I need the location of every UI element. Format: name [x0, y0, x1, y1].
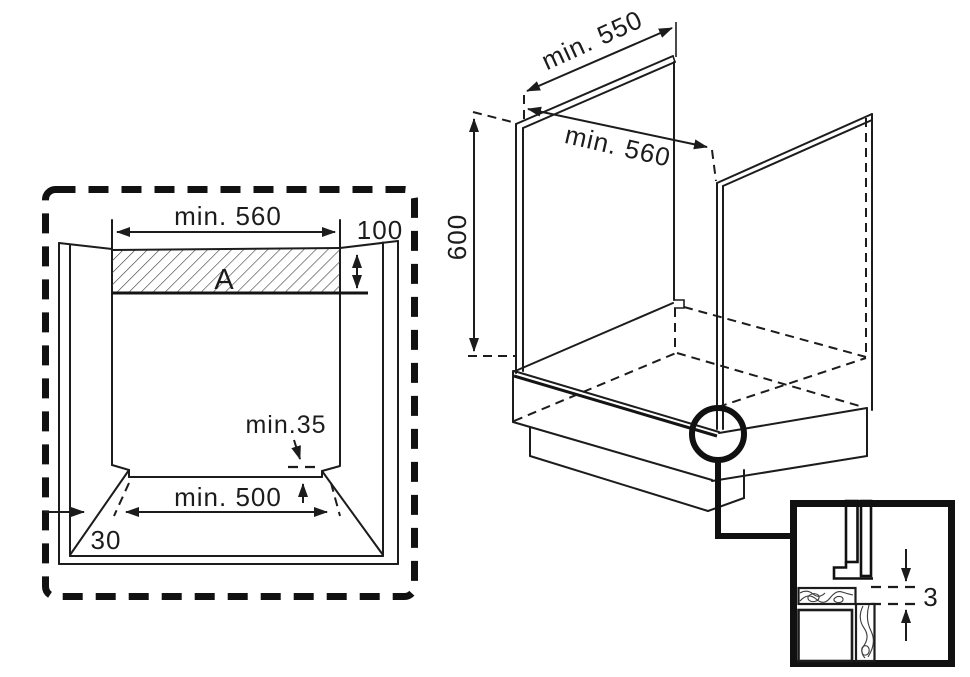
right-diagram: 600 min. 550 min. 560 — [442, 4, 873, 539]
left-panel — [515, 55, 685, 374]
rear-ledge-callout: min.35 — [245, 411, 326, 503]
width-dimension: min. 560 — [527, 106, 717, 182]
gap-dimension: 3 — [871, 549, 938, 641]
niche-width-label: min. 560 — [174, 201, 282, 231]
oven-wall-section — [832, 499, 873, 580]
wood-grain-vertical — [859, 604, 874, 659]
height-label: 600 — [442, 214, 472, 260]
rail-width-label: 30 — [91, 525, 122, 555]
niche-width-dimension: min. 560 — [116, 201, 336, 237]
dashed-boundary — [42, 186, 418, 600]
vent-gap-dimension: 100 — [352, 215, 403, 289]
vent-strip: A — [111, 247, 368, 296]
rear-ledge-label: min.35 — [245, 411, 326, 439]
left-diagram: A min. 560 100 min.35 min. 500 30 — [42, 186, 418, 600]
floor-width-label: min. 500 — [174, 482, 282, 512]
vent-gap-label: 100 — [357, 215, 403, 245]
detail-leader-line — [715, 460, 791, 539]
gap-label: 3 — [923, 582, 938, 612]
base-box — [512, 302, 868, 512]
floor-width-dimension: min. 500 — [125, 482, 328, 517]
detail-inset: 3 — [790, 499, 955, 667]
depth-label: min. 550 — [537, 4, 647, 76]
cabinet-panels-section — [797, 586, 876, 663]
height-dimension: 600 — [442, 111, 517, 357]
wood-grain-horizontal — [799, 590, 854, 604]
hatch-area — [112, 248, 340, 293]
lower-panel — [797, 608, 854, 663]
rail-width-callout: 30 — [45, 507, 122, 555]
depth-dimension: min. 550 — [523, 4, 677, 122]
right-panel — [716, 113, 873, 430]
vent-area-label: A — [214, 264, 234, 296]
